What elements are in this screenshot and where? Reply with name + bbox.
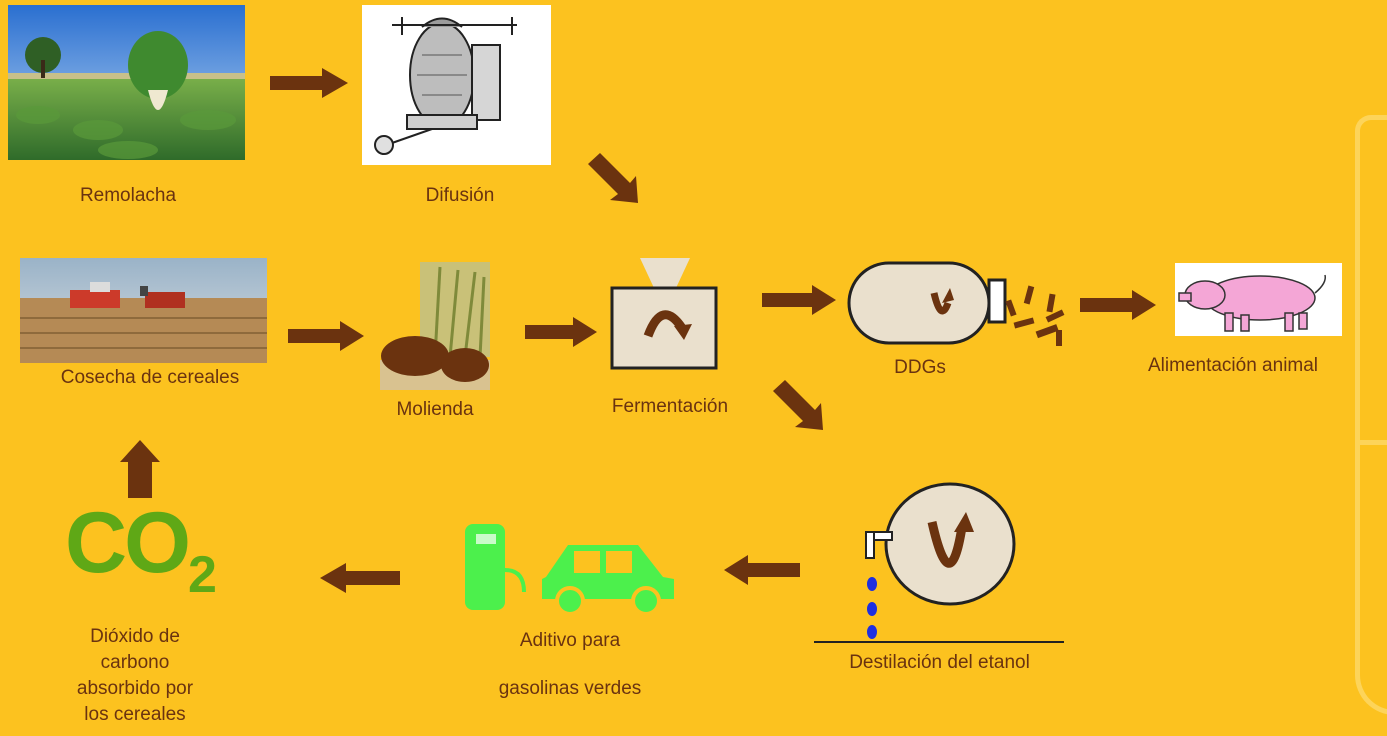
- co2-main: CO: [65, 495, 191, 591]
- co2-formula: CO2: [65, 498, 255, 608]
- combine-harvester-photo: [20, 258, 267, 363]
- label-aditivo-line1: Aditivo para: [519, 630, 621, 651]
- arrow-co2-cosecha: [120, 440, 160, 498]
- fermentation-tank-icon: [610, 258, 718, 370]
- label-alimentacion: Alimentación animal: [1148, 355, 1319, 376]
- label-co2-line4: los cereales: [84, 704, 186, 725]
- pig-drawing: [1175, 263, 1342, 336]
- co2-subscript: 2: [188, 546, 217, 604]
- label-fermentacion: Fermentación: [611, 396, 729, 417]
- arrow-cosecha-molienda: [288, 321, 364, 351]
- arrow-fermentacion-ddgs: [762, 285, 836, 315]
- label-cosecha: Cosecha de cereales: [60, 367, 240, 388]
- label-ddgs: DDGs: [894, 357, 946, 378]
- arrow-difusion-fermentacion: [588, 153, 638, 203]
- arrow-molienda-fermentacion: [525, 317, 597, 347]
- decorative-frame-divider: [1355, 440, 1387, 463]
- arrow-aditivo-co2: [320, 563, 400, 593]
- arrow-fermentacion-destilacion: [773, 380, 823, 430]
- label-destilacion: Destilación del etanol: [849, 652, 1030, 673]
- diffusion-apparatus-drawing: [362, 5, 551, 165]
- distillation-still-icon: [814, 482, 1064, 643]
- fuel-pump-icon: [465, 524, 526, 610]
- label-aditivo-line2: gasolinas verdes: [498, 678, 642, 699]
- arrow-ddgs-alimentacion: [1080, 290, 1156, 320]
- label-molienda: Molienda: [396, 399, 474, 420]
- label-difusion: Difusión: [425, 185, 495, 206]
- label-co2-line1: Dióxido de: [90, 626, 180, 647]
- arrow-destilacion-aditivo: [724, 555, 800, 585]
- car-icon: [542, 545, 674, 616]
- label-co2-line3: absorbido por: [76, 678, 194, 699]
- label-co2: Dióxido de carbono absorbido por los cer…: [40, 624, 230, 728]
- wheat-grain-photo: [380, 262, 490, 390]
- arrow-remolacha-difusion: [270, 68, 348, 98]
- label-co2-line2: carbono: [100, 652, 170, 673]
- decorative-frame: [1355, 115, 1387, 715]
- sugar-beet-field-photo: [8, 5, 245, 160]
- label-remolacha: Remolacha: [79, 185, 177, 206]
- ddgs-drum-icon: [847, 261, 1065, 346]
